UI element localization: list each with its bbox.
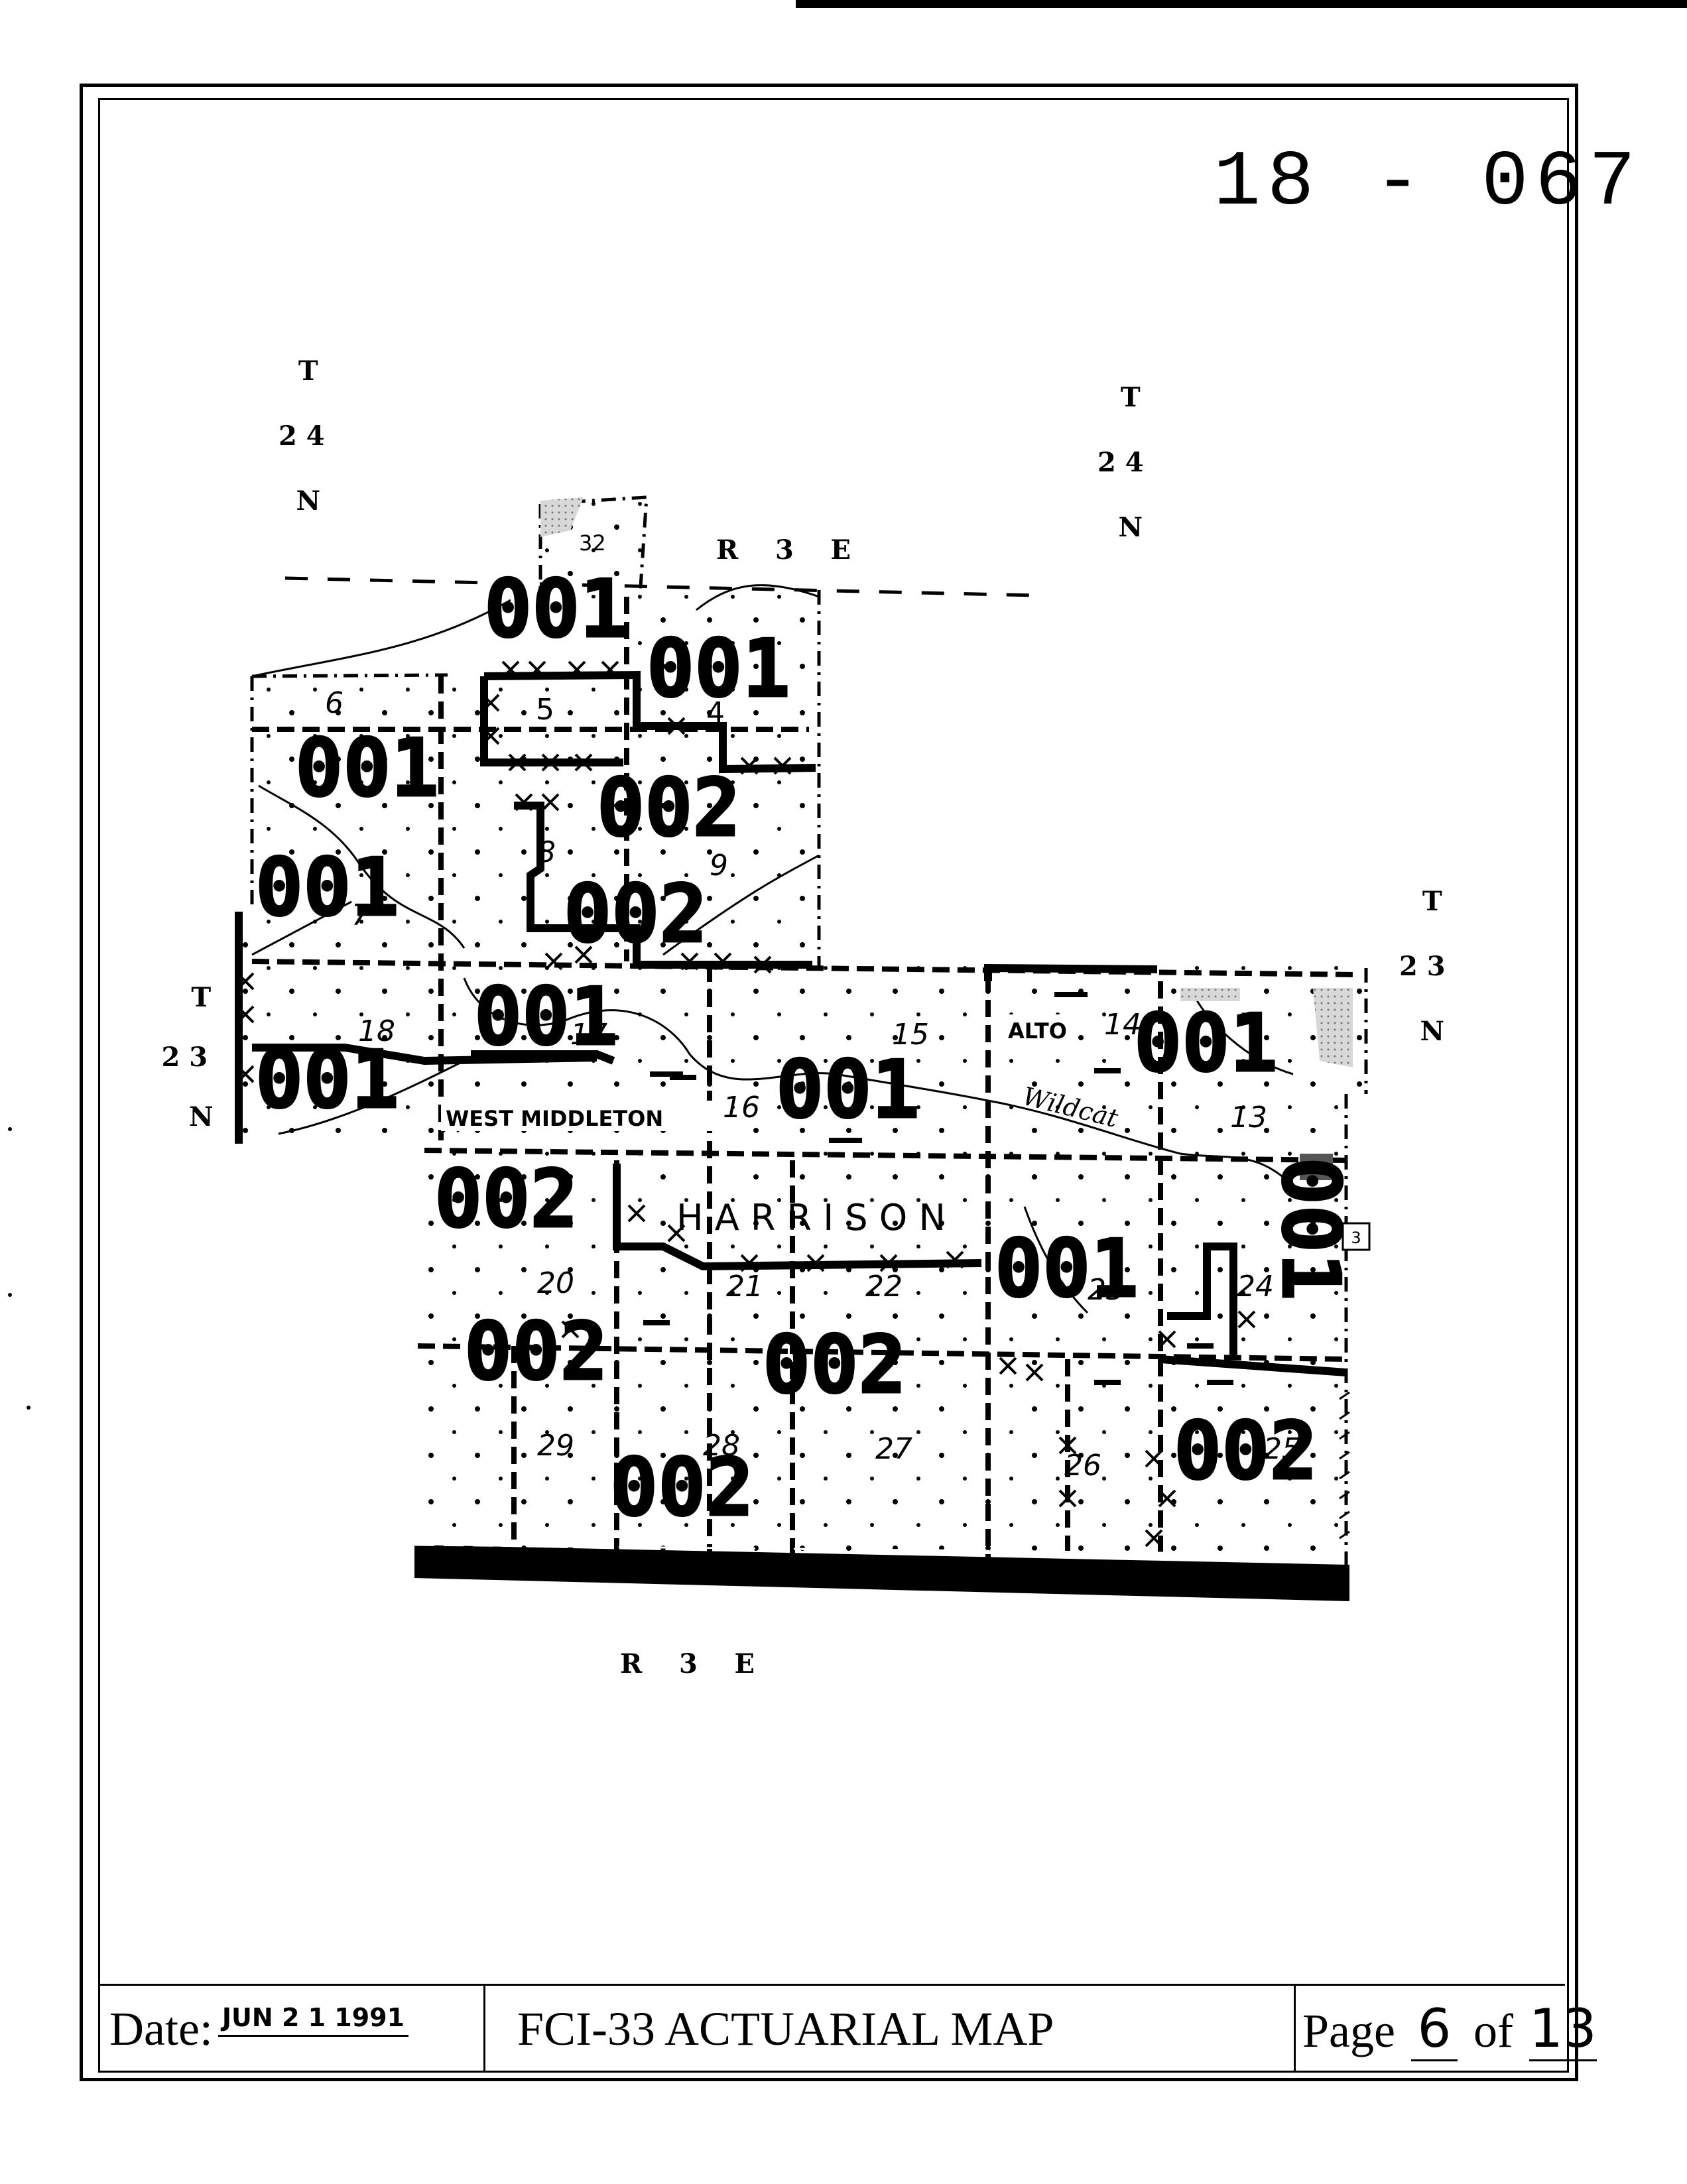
rate-area-label: 002 xyxy=(610,1442,754,1534)
rate-area-label: 001 xyxy=(1134,998,1278,1090)
date-label: Date: xyxy=(109,2002,213,2055)
township-line xyxy=(284,576,1035,597)
section-number: 27 xyxy=(875,1432,912,1466)
page-number: 6 xyxy=(1410,1998,1458,2061)
section-number: 18 xyxy=(358,1014,395,1048)
section-number: 23 xyxy=(1088,1273,1125,1307)
rate-area-label: 002 xyxy=(564,869,708,961)
rate-area-label: 001 xyxy=(1264,1157,1356,1301)
page-total: 13 xyxy=(1529,1998,1597,2061)
rate-area-label: 001 xyxy=(776,1044,920,1136)
section-number: 7 xyxy=(351,898,370,932)
page-word: Page xyxy=(1302,2004,1395,2057)
footer-title-block: Date: JUN 2 1 1991 FCI-33 ACTUARIAL MAP … xyxy=(100,1984,1597,2073)
rate-area-label: 002 xyxy=(763,1319,906,1412)
rate-area-label: 001 xyxy=(484,564,628,656)
rate-area-label: 002 xyxy=(464,1306,608,1398)
section-number: 26 xyxy=(1064,1449,1101,1483)
footer-page-cell: Page 6 of 13 xyxy=(1294,1986,1597,2073)
footer-title-cell: FCI-33 ACTUARIAL MAP xyxy=(483,1986,1294,2073)
section-number: 32 xyxy=(579,530,606,556)
rate-area-label: 002 xyxy=(434,1154,578,1246)
county-name-label: H A R R I S O N xyxy=(676,1197,946,1239)
section-number: 8 xyxy=(537,835,556,869)
scan-dot xyxy=(8,1127,12,1131)
town-label-west-middleton: WEST MIDDLETON xyxy=(446,1106,663,1131)
range-label-bottom: R 3 E xyxy=(620,1648,755,1679)
section-number: 29 xyxy=(537,1429,574,1463)
township-label-right: T 2 3 N xyxy=(1399,886,1446,1047)
section-number: 15 xyxy=(892,1018,929,1052)
section-number: 22 xyxy=(865,1270,903,1304)
section-number: 16 xyxy=(723,1091,760,1124)
map-code: 18 - 067 xyxy=(1214,139,1643,227)
rate-area-label: 002 xyxy=(1174,1406,1318,1498)
township-label-left: T 2 3 N xyxy=(161,982,214,1132)
town-label-alto: ALTO xyxy=(1008,1018,1067,1044)
township-label-top-right: T 2 4 N xyxy=(1097,382,1144,543)
section-number: 24 xyxy=(1237,1270,1274,1304)
section-number: 5 xyxy=(536,693,554,727)
section-number: 17 xyxy=(570,1018,607,1052)
rate-area-label: 001 xyxy=(995,1223,1139,1315)
footer-date-cell: Date: JUN 2 1 1991 xyxy=(109,1986,580,2073)
section-number: 4 xyxy=(706,696,725,730)
rate-area-label: 001 xyxy=(474,971,618,1063)
rate-area-label: 001 xyxy=(647,623,790,715)
outer-border xyxy=(80,84,1578,2081)
of-word: of xyxy=(1473,2004,1513,2057)
inner-border xyxy=(98,98,1569,2073)
section-number: 9 xyxy=(710,849,728,882)
township-label-top-left: T 2 4 N xyxy=(279,355,325,516)
section-number: 21 xyxy=(726,1270,763,1304)
section-number: 25 xyxy=(1263,1432,1300,1466)
top-edge-bar xyxy=(796,0,1687,8)
map-title: FCI-33 ACTUARIAL MAP xyxy=(517,2002,1054,2055)
rate-area-label: 002 xyxy=(597,762,741,855)
scan-dot xyxy=(8,1293,12,1297)
svg-text:3: 3 xyxy=(1351,1229,1361,1247)
section-number: 14 xyxy=(1104,1008,1141,1042)
rate-area-label: 001 xyxy=(295,723,439,815)
section-number: 20 xyxy=(537,1266,574,1300)
section-number: 28 xyxy=(703,1429,740,1463)
date-value: JUN 2 1 1991 xyxy=(218,2003,409,2037)
scan-dot xyxy=(27,1406,31,1410)
rate-area-label: 001 xyxy=(255,842,399,934)
range-label-top: R 3 E xyxy=(716,534,851,566)
rate-area-label: 001 xyxy=(255,1034,399,1126)
section-number: 13 xyxy=(1230,1101,1267,1134)
section-number: 6 xyxy=(325,686,344,720)
page-indicator: Page 6 of 13 xyxy=(1302,1998,1601,2061)
